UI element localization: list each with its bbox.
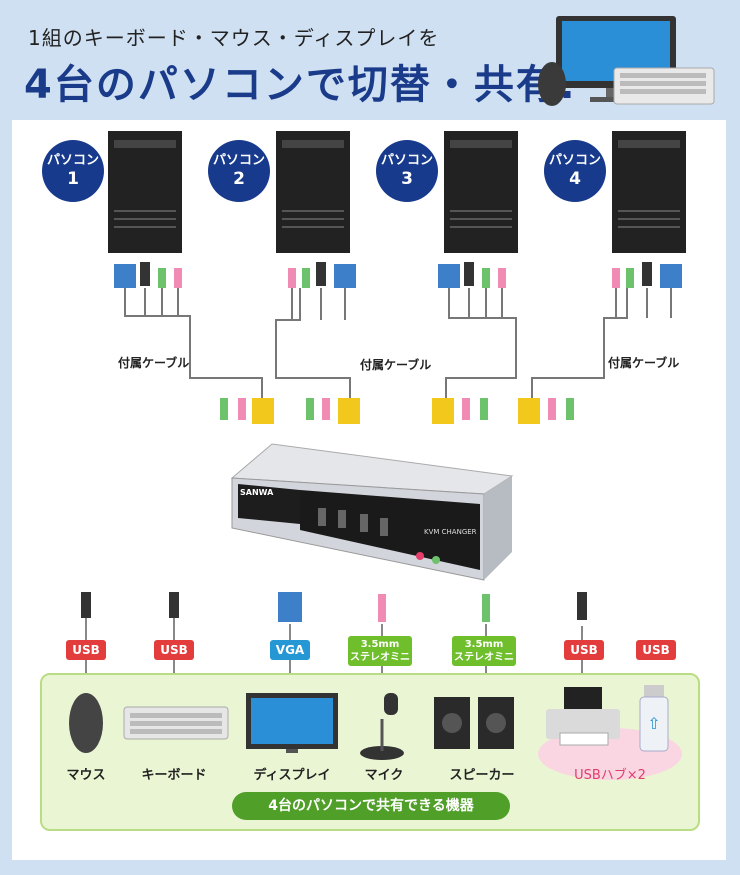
computer-set-icon — [538, 16, 715, 106]
label-display: ディスプレイ — [253, 768, 331, 783]
mouse-icon — [69, 693, 103, 753]
port-tag-usb-hub-2: USB — [636, 640, 676, 660]
cable-label-2: 付属ケーブル — [360, 358, 432, 372]
port-tag-usb-keyboard: USB — [154, 640, 194, 660]
label-speaker: スピーカー — [449, 768, 515, 783]
cable-label-3: 付属ケーブル — [608, 356, 680, 370]
cable-label-1: 付属ケーブル — [118, 356, 190, 370]
mic-icon — [360, 693, 404, 760]
speaker-icon — [434, 697, 514, 749]
port-tag-usb-mouse: USB — [66, 640, 106, 660]
device-illustrations: ⇧ — [69, 685, 669, 760]
pc-tower-2 — [276, 131, 350, 253]
printer-icon — [546, 687, 620, 746]
subtitle: 1組のキーボード・マウス・ディスプレイを — [28, 26, 440, 50]
kvm-model: KVM CHANGER — [424, 528, 477, 536]
usb-drive-icon: ⇧ — [639, 685, 669, 752]
display-icon — [246, 693, 338, 753]
port-tag-usb-hub-1: USB — [564, 640, 604, 660]
label-mic: マイク — [364, 768, 404, 783]
page-title: 4台のパソコンで切替・共有! — [24, 62, 579, 108]
kvm-brand: SANWA — [240, 488, 274, 497]
label-keyboard: キーボード — [141, 768, 207, 783]
label-mouse: マウス — [66, 768, 106, 783]
port-tag-vga: VGA — [270, 640, 310, 660]
svg-text:⇧: ⇧ — [647, 714, 660, 733]
shared-devices-label: 4台のパソコンで共有できる機器 — [232, 792, 510, 820]
label-usb-hub: USBハブ×2 — [574, 768, 646, 783]
pc-tower-4 — [612, 131, 686, 253]
kvm-switch — [230, 443, 514, 581]
pc-tower-1 — [108, 131, 182, 253]
pc-tower-3 — [444, 131, 518, 253]
